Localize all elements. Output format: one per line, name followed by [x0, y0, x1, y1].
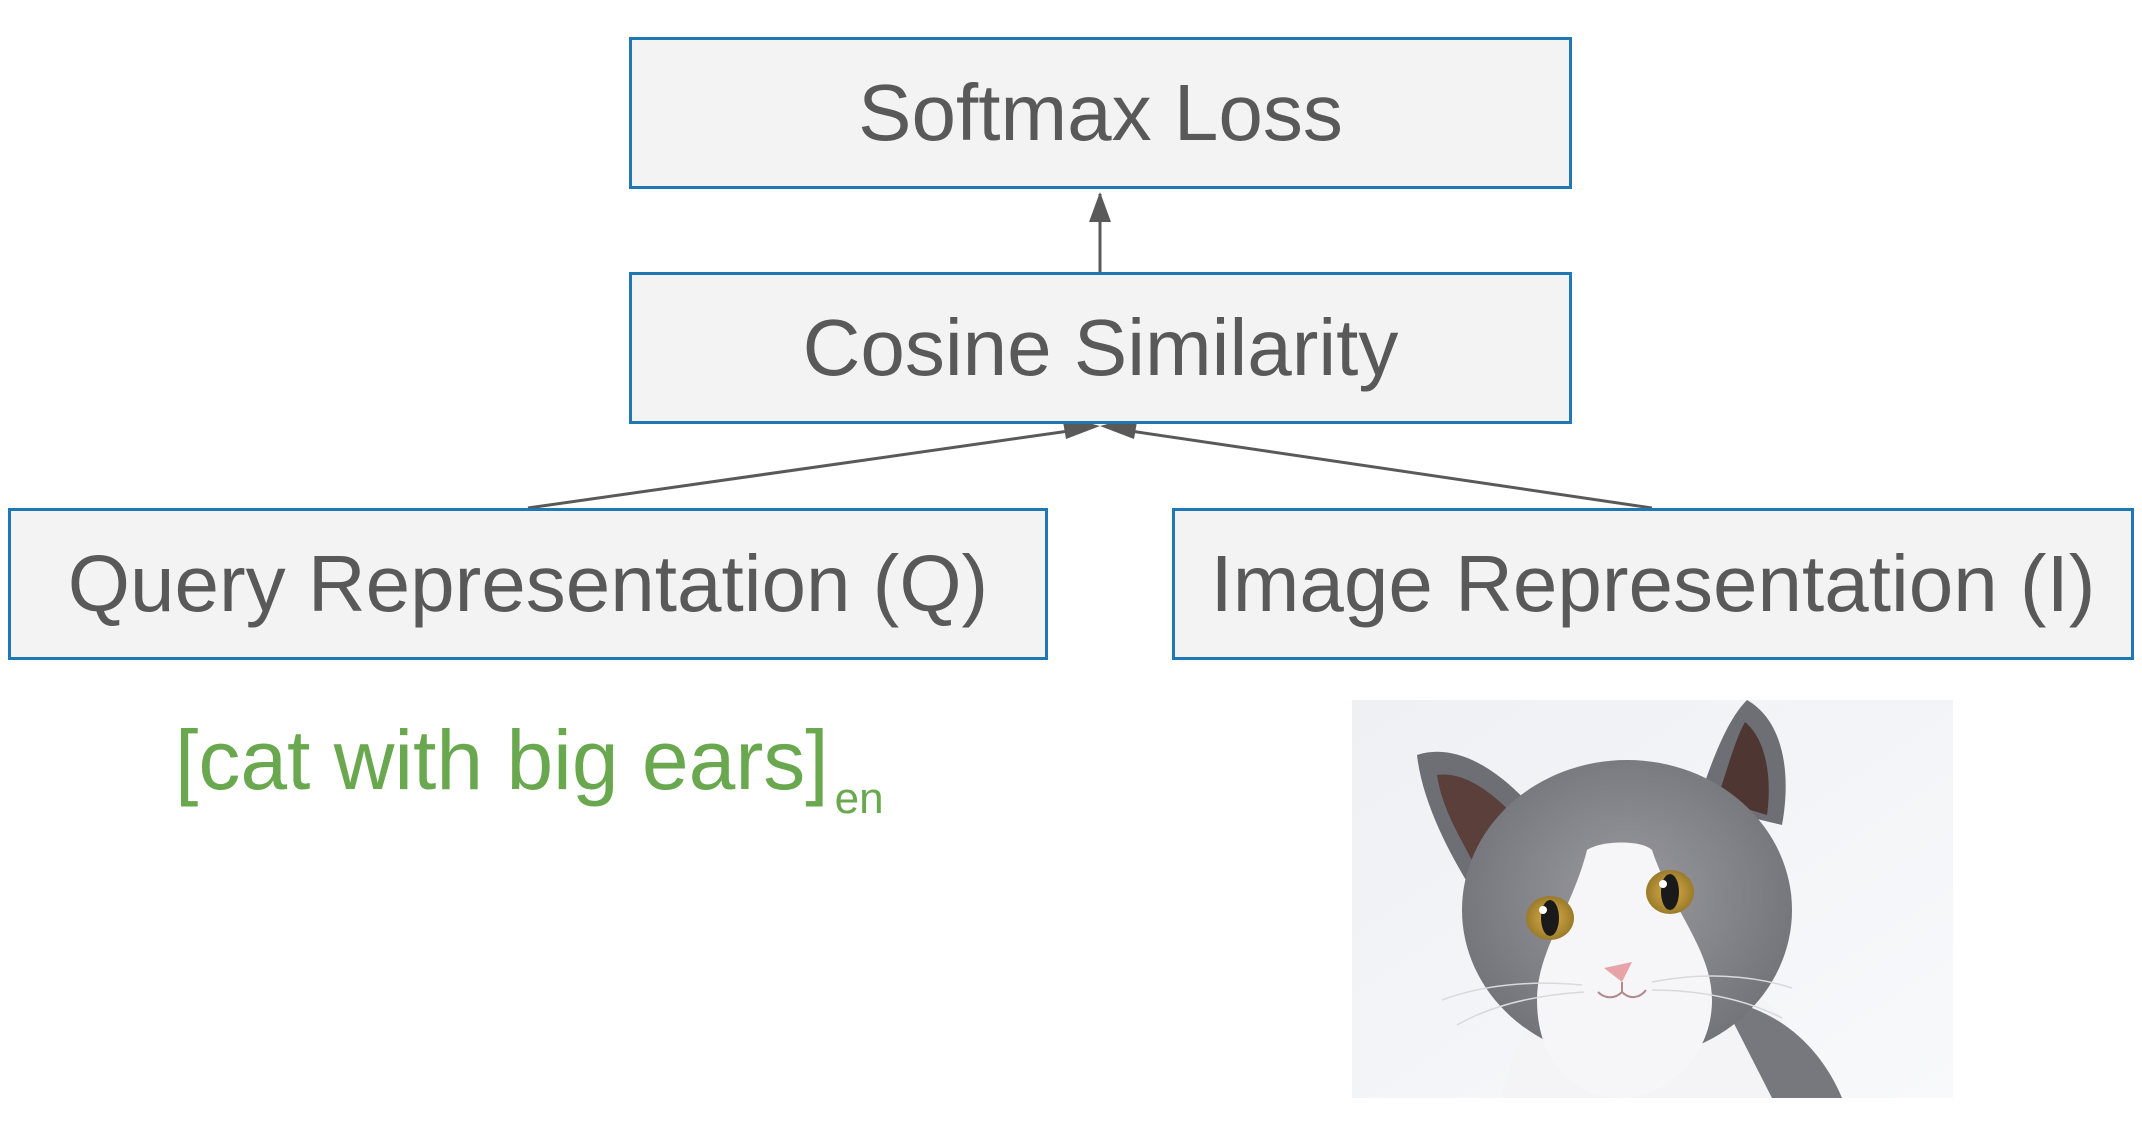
arrow-image-to-cosine — [1109, 426, 1653, 510]
cosine-similarity-label: Cosine Similarity — [802, 303, 1399, 392]
query-example: [cat with big ears]en — [175, 712, 884, 824]
softmax-loss-label: Softmax Loss — [858, 68, 1343, 157]
cat-photo-icon — [1352, 700, 1953, 1098]
query-language-subscript: en — [834, 774, 884, 824]
softmax-loss-box: Softmax Loss — [629, 37, 1572, 189]
query-representation-label: Query Representation (Q) — [67, 539, 989, 628]
image-representation-box: Image Representation (I) — [1172, 508, 2134, 660]
arrow-query-to-cosine — [527, 426, 1091, 510]
image-representation-label: Image Representation (I) — [1210, 539, 2096, 628]
cosine-similarity-box: Cosine Similarity — [629, 272, 1572, 424]
query-example-text: [cat with big ears] — [175, 713, 829, 807]
query-representation-box: Query Representation (Q) — [8, 508, 1048, 660]
